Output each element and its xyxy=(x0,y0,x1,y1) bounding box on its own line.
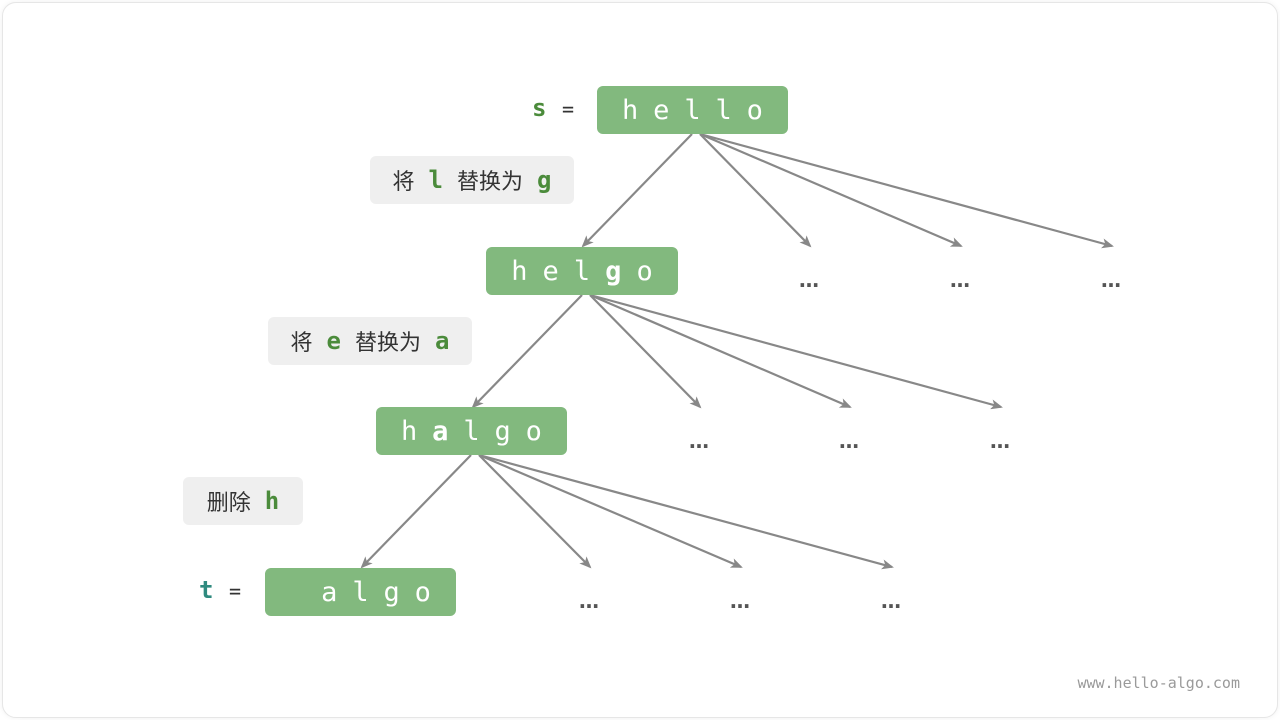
op-to-char: a xyxy=(435,327,450,355)
char-cell: l xyxy=(463,415,480,447)
op-from-char: h xyxy=(264,487,280,515)
op-prefix: 删除 xyxy=(206,491,251,516)
char-cell: o xyxy=(636,255,653,287)
char-cell: g xyxy=(383,576,400,608)
ellipsis-sibling: … xyxy=(579,589,599,613)
node-algo-target: a l g o xyxy=(265,568,456,616)
char-cell: g xyxy=(494,415,511,447)
char-cell: l xyxy=(715,94,732,126)
node-halgo: h a l g o xyxy=(376,407,567,455)
operation-delete-h: 删除 h xyxy=(183,477,303,525)
char-cell: e xyxy=(653,94,670,126)
op-to-char: g xyxy=(537,166,552,194)
operation-replace-l-with-g: 将 l 替换为 g xyxy=(370,156,574,204)
op-prefix: 将 xyxy=(290,331,313,356)
char-cell: h xyxy=(401,415,418,447)
char-cell: h xyxy=(511,255,528,287)
node-helgo: h e l g o xyxy=(486,247,678,295)
char-cell: e xyxy=(542,255,559,287)
var-t-label: t xyxy=(199,576,214,604)
ellipsis-sibling: … xyxy=(990,429,1010,453)
operation-replace-e-with-a: 将 e 替换为 a xyxy=(268,317,472,365)
char-cell: l xyxy=(573,255,591,287)
equals-sign: = xyxy=(229,579,242,603)
char-cell: h xyxy=(622,94,639,126)
op-middle: 替换为 xyxy=(355,331,422,356)
op-middle: 替换为 xyxy=(457,170,524,195)
watermark: www.hello-algo.com xyxy=(1077,674,1240,692)
char-cell: o xyxy=(746,94,763,126)
ellipsis-sibling: … xyxy=(799,268,819,292)
op-from-char: l xyxy=(428,166,443,194)
ellipsis-sibling: … xyxy=(839,429,859,453)
char-cell-highlighted: a xyxy=(432,415,449,447)
var-s-label: s xyxy=(532,94,547,122)
ellipsis-sibling: … xyxy=(950,268,970,292)
char-cell-highlighted: g xyxy=(605,255,622,287)
ellipsis-sibling: … xyxy=(689,429,709,453)
equals-sign: = xyxy=(562,97,575,121)
ellipsis-sibling: … xyxy=(730,589,750,613)
char-cell: l xyxy=(684,94,701,126)
char-cell: l xyxy=(352,576,369,608)
root-node-hello: h e l l o xyxy=(597,86,788,134)
ellipsis-sibling: … xyxy=(881,589,901,613)
char-cell: o xyxy=(525,415,542,447)
char-cell: o xyxy=(414,576,431,608)
char-cell: a xyxy=(321,576,338,608)
op-prefix: 将 xyxy=(392,170,415,195)
ellipsis-sibling: … xyxy=(1101,268,1121,292)
op-from-char: e xyxy=(326,327,341,355)
